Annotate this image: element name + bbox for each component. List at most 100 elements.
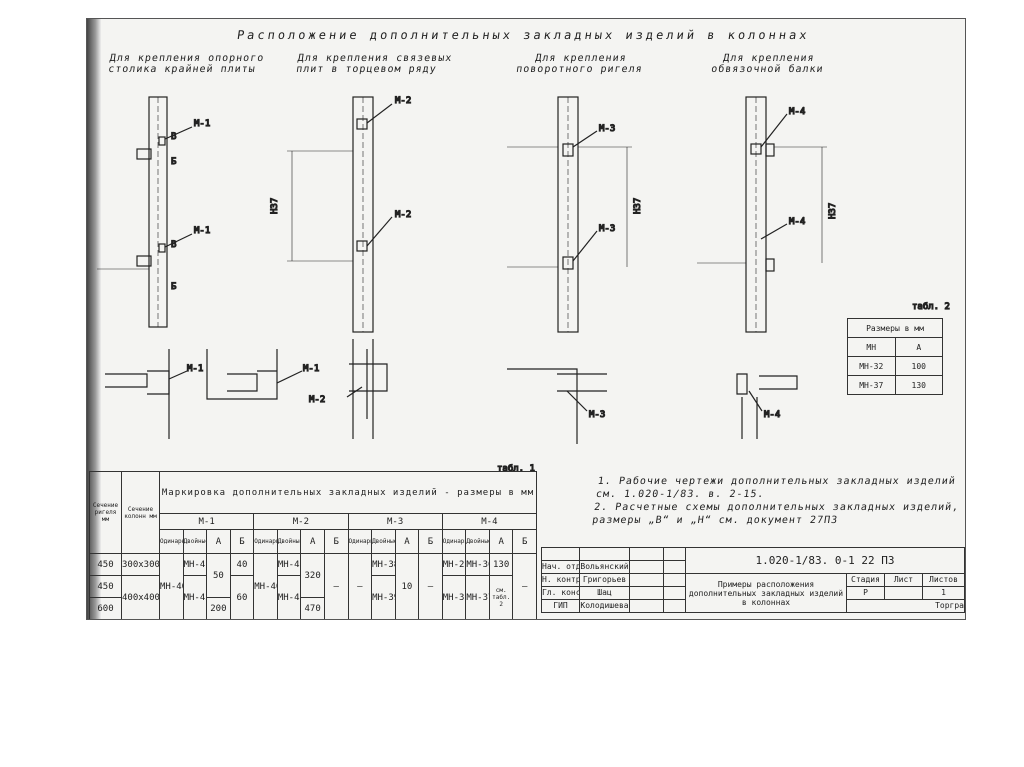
mark-label: М-3 <box>599 124 615 134</box>
dim-label: Н37 <box>270 198 280 214</box>
table-cell: 320 <box>300 553 325 598</box>
mark-label: М-1 <box>303 364 319 374</box>
table-cell: Двойные <box>276 529 302 554</box>
table2-header: Размеры в мм <box>847 318 943 338</box>
table-cell: МН-37 <box>847 375 896 395</box>
table-cell: Б <box>512 529 537 554</box>
table-cell: Лист <box>883 573 923 587</box>
table-cell: — <box>512 553 537 619</box>
table-cell: Листов <box>921 573 965 587</box>
table-cell: 1. Рабочие чертежи дополнительных заклад… <box>595 476 957 500</box>
mark-label: М-2 <box>395 210 411 220</box>
table-cell: 130 <box>894 375 943 395</box>
table-cell: Р <box>845 586 885 600</box>
table-cell: А <box>488 529 514 554</box>
table-cell: А <box>894 337 943 357</box>
table-cell: А <box>300 529 325 554</box>
notes: 1. Рабочие чертежи дополнительных заклад… <box>591 475 965 527</box>
table-cell: Колодишева <box>579 599 630 613</box>
drawing-name: Примеры расположения дополнительных закл… <box>685 573 847 613</box>
table-cell: МН-32 <box>847 356 896 376</box>
table-cell: 470 <box>300 597 325 619</box>
table-cell: МН-36 <box>465 553 490 576</box>
table-cell: 400x400 <box>121 575 160 619</box>
table-cell: МН-39 <box>371 575 396 619</box>
table-cell: МН <box>847 337 896 357</box>
table-cell: 300x300 <box>121 553 160 576</box>
mark-label: М-3 <box>599 224 615 234</box>
dim-label: Б <box>171 282 176 292</box>
section-details <box>105 339 798 444</box>
drawing-sheet: Расположение дополнительных закладных из… <box>86 18 966 620</box>
table-cell: МН-41 <box>182 553 208 576</box>
table-cell: Стадия <box>845 573 885 587</box>
table-cell: — <box>347 553 373 619</box>
table-cell: — <box>323 553 349 619</box>
table-cell: МН-32 <box>441 575 467 619</box>
table2-tag: табл. 2 <box>912 301 950 312</box>
table-cell: Б <box>418 529 443 554</box>
table-cell: МН-42 <box>276 575 302 619</box>
column-elevation-4 <box>697 96 827 333</box>
scan-binding-shadow <box>87 19 101 619</box>
table-cell: 100 <box>894 356 943 376</box>
table-cell: ГИП <box>541 599 580 613</box>
mark-label: М-4 <box>789 217 805 227</box>
dim-label: В <box>171 132 176 142</box>
table1-title: Маркировка дополнительных закладных изде… <box>159 471 537 514</box>
table-cell: МН-37 <box>465 575 490 619</box>
table-cell: Двойные <box>371 529 396 554</box>
table-cell: 40 <box>229 553 255 576</box>
table-cell: 450 <box>89 553 122 576</box>
table-cell: Шац <box>579 586 630 600</box>
table-cell: МН-41 <box>276 553 302 576</box>
dim-label: Н37 <box>633 198 643 214</box>
column-elevation-3 <box>507 96 632 333</box>
table-cell: МН-38 <box>371 553 396 576</box>
table-cell: 600 <box>89 597 122 619</box>
mark-label: М-1 <box>187 364 203 374</box>
table-cell: Одинарные <box>441 529 467 554</box>
table-cell: 450 <box>89 575 122 598</box>
mark-label: М-2 <box>309 395 325 405</box>
table-cell: Григорьев <box>579 573 630 587</box>
mark-label: М-4 <box>789 107 805 117</box>
mark-label: М-4 <box>764 410 780 420</box>
column-elevation-2 <box>287 96 393 333</box>
table-cell: Вольянский <box>579 560 630 574</box>
table-cell: Торгра <box>845 599 965 613</box>
mark-label: М-3 <box>589 410 605 420</box>
table-cell: 10 <box>394 553 420 619</box>
table-cell: 130 <box>488 553 514 576</box>
table-cell: МН-28 <box>441 553 467 576</box>
dim-label: Б <box>171 157 176 167</box>
table-cell: МН-40 <box>253 553 278 619</box>
table-cell: М-3 <box>347 513 443 530</box>
column-elevation-1 <box>97 96 193 328</box>
table-cell: Б <box>229 529 255 554</box>
table-cell: М-2 <box>253 513 349 530</box>
table-cell: Одинарные <box>159 529 184 554</box>
table-cell: Гл. конст. <box>541 586 580 600</box>
mark-label: М-1 <box>194 226 210 236</box>
table-cell: МН-40 <box>159 553 184 619</box>
table-cell: Б <box>323 529 349 554</box>
table-cell: 60 <box>229 575 255 619</box>
mark-label: М-1 <box>194 119 210 129</box>
table-cell: М-1 <box>158 513 255 530</box>
dim-label: В <box>171 240 176 250</box>
table-cell: Нач. отд. <box>541 560 580 574</box>
dim-label: Н37 <box>828 203 838 219</box>
title-block: 1.020-1/83. 0-1 22 ПЗ Нач. отд.Вольянски… <box>541 547 965 613</box>
table-cell: А <box>394 529 420 554</box>
table-cell: см. табл. 2 <box>488 575 514 619</box>
document-code: 1.020-1/83. 0-1 22 ПЗ <box>685 547 965 574</box>
mark-label: М-2 <box>395 96 411 106</box>
table-cell: Сечение колонн мм <box>121 471 160 554</box>
table-cell: А <box>206 529 231 554</box>
table-cell: Одинарные <box>253 529 278 554</box>
table-cell: 200 <box>206 597 231 619</box>
table-cell: 50 <box>206 553 231 598</box>
